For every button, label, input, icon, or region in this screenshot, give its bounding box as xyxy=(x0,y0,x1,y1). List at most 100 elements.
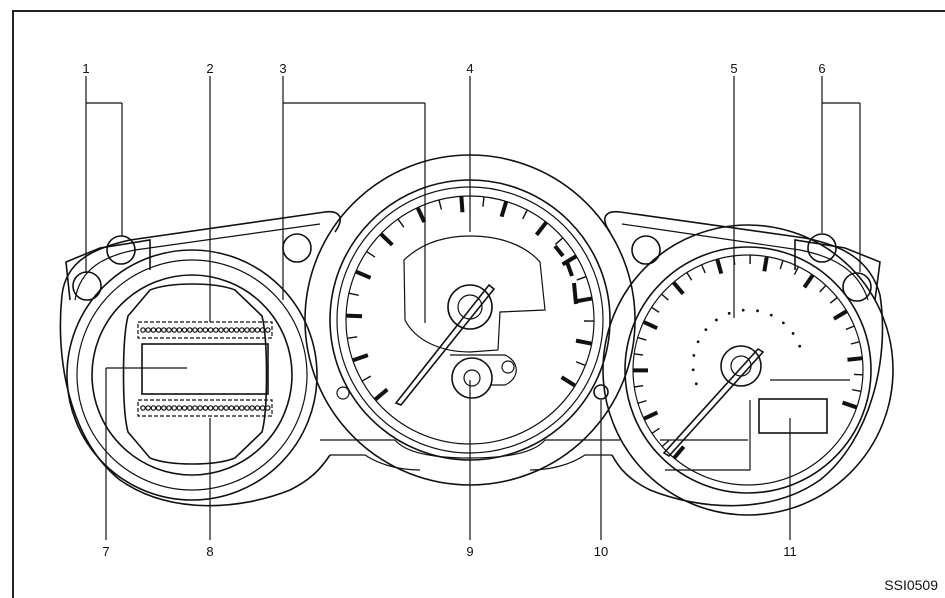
segment-dot xyxy=(239,327,245,333)
callout-7: 7 xyxy=(102,544,109,559)
segment-dot xyxy=(187,327,193,333)
segment-dot xyxy=(223,405,230,411)
tachometer-dot xyxy=(691,368,695,372)
tachometer-dot xyxy=(692,354,696,357)
segment-dot xyxy=(150,405,157,411)
callout-11: 11 xyxy=(783,544,797,559)
tachometer-tick xyxy=(845,325,855,331)
tach-display-window xyxy=(758,398,828,434)
speedometer-tick xyxy=(438,199,443,210)
segment-dot xyxy=(155,405,162,411)
speedometer-tick xyxy=(366,250,376,258)
callout-4: 4 xyxy=(466,61,473,76)
speedometer-hub xyxy=(447,284,493,330)
segment-dot xyxy=(233,405,240,411)
segment-dot xyxy=(228,405,235,411)
segment-dot xyxy=(176,327,183,333)
segment-dot xyxy=(187,405,193,411)
segment-dot xyxy=(161,405,167,411)
segment-dot xyxy=(140,327,146,333)
tachometer-tick xyxy=(850,341,860,345)
segment-dot xyxy=(218,327,224,333)
speedometer-tick xyxy=(361,375,372,382)
segment-dot xyxy=(171,327,178,333)
indicator-light xyxy=(593,384,609,400)
segment-dot xyxy=(192,327,198,333)
speedometer-tick xyxy=(352,353,369,363)
speedometer-tick xyxy=(554,237,564,245)
left-gauge xyxy=(66,249,318,501)
segment-dot xyxy=(166,327,172,333)
speedometer-tick xyxy=(534,221,548,237)
tachometer-tick xyxy=(829,296,838,304)
tachometer-dot xyxy=(769,313,773,317)
tachometer-tick xyxy=(779,260,784,270)
segment-dot xyxy=(181,405,188,411)
callout-2: 2 xyxy=(206,61,213,76)
segment-dot xyxy=(192,405,198,411)
segment-dot xyxy=(176,405,183,411)
speedometer-tick xyxy=(459,196,465,213)
leader-lines xyxy=(85,76,861,540)
segment-dot xyxy=(254,405,261,411)
tachometer-tick xyxy=(643,410,659,421)
tachometer-tick xyxy=(762,256,769,272)
mount-hole-left-inner xyxy=(282,233,312,263)
segment-dot xyxy=(213,405,219,411)
tachometer-tick xyxy=(661,439,670,448)
segment-dot xyxy=(166,405,172,411)
mount-hole-left-lower xyxy=(72,271,102,301)
tachometer-hub xyxy=(720,345,762,387)
speedometer-tick xyxy=(499,200,509,218)
cluster-housing xyxy=(59,210,884,507)
tachometer-tick xyxy=(637,399,647,404)
speedometer-tick xyxy=(346,313,363,319)
tachometer-dot xyxy=(727,311,731,315)
tachometer-dot xyxy=(791,332,795,335)
callout-10: 10 xyxy=(594,544,608,559)
speedometer-tick xyxy=(397,218,405,228)
speedometer-tick xyxy=(373,387,389,402)
speedometer-tick xyxy=(522,209,528,220)
speedometer-tick xyxy=(347,336,358,340)
speedometer-tick xyxy=(348,292,359,297)
speedometer-tick xyxy=(576,275,587,281)
tachometer-tick xyxy=(819,284,827,293)
tachometer-tick xyxy=(686,272,693,281)
segment-dot xyxy=(259,327,266,333)
mount-hole-right-inner xyxy=(631,235,661,265)
segment-dot xyxy=(202,405,209,411)
segment-dot xyxy=(228,327,235,333)
trip-reset-knob[interactable] xyxy=(451,357,493,399)
tachometer-dot xyxy=(696,340,700,344)
segment-dot xyxy=(264,327,271,333)
speedometer-tick xyxy=(415,206,427,223)
segment-dot xyxy=(213,327,219,333)
tachometer-tick xyxy=(671,281,685,296)
segment-dot xyxy=(197,405,204,411)
speedometer-tick xyxy=(379,232,394,247)
tachometer-tick xyxy=(661,293,669,301)
tachometer-dot xyxy=(715,318,718,322)
segment-dot xyxy=(249,405,256,411)
tachometer-dot xyxy=(781,321,785,325)
segment-dot xyxy=(207,327,214,333)
segment-dot xyxy=(223,327,230,333)
tachometer-dot xyxy=(704,328,708,332)
tachometer-tick xyxy=(637,336,647,341)
segment-dot xyxy=(171,405,178,411)
segment-dot xyxy=(244,327,250,333)
speedometer-tick xyxy=(355,269,372,280)
housing-screw-left xyxy=(336,386,350,400)
callout-9: 9 xyxy=(466,544,473,559)
segment-dot xyxy=(244,405,250,411)
tachometer-tick xyxy=(852,388,862,393)
callout-8: 8 xyxy=(206,544,213,559)
tachometer-tick xyxy=(832,309,848,321)
tachometer-dot xyxy=(741,308,745,312)
speedometer-needle xyxy=(394,283,496,406)
segment-dot xyxy=(254,327,261,333)
segment-dot xyxy=(197,327,204,333)
tachometer-tick xyxy=(634,384,644,388)
